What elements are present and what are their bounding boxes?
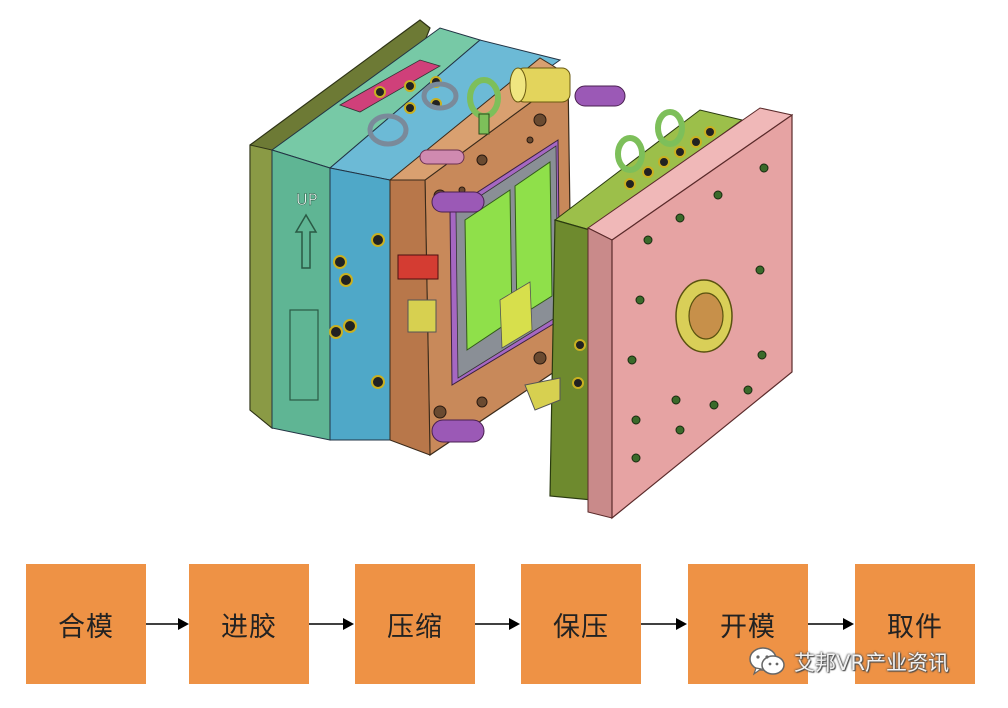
cavity-insert-right xyxy=(514,161,553,319)
step-label: 取件 xyxy=(887,611,943,643)
arrow-right-icon xyxy=(475,618,520,630)
step-label: 保压 xyxy=(553,611,609,643)
arrow-right-icon xyxy=(309,618,354,630)
watermark-text: 艾邦VR产业资讯 xyxy=(794,651,949,675)
arrow-right-icon xyxy=(146,618,189,630)
step-box-mold-open: 开模 xyxy=(688,564,808,684)
step-box-compression: 压缩 xyxy=(355,564,475,684)
step-box-part-removal: 取件 xyxy=(855,564,975,684)
arrow-right-icon xyxy=(641,618,687,630)
watermark: 艾邦VR产业资讯 xyxy=(748,644,949,680)
step-box-holding-pressure: 保压 xyxy=(521,564,641,684)
arrow-right-icon xyxy=(808,618,854,630)
step-label: 开模 xyxy=(720,611,776,643)
mold-illustration: UP xyxy=(249,19,794,520)
step-box-injection: 进胶 xyxy=(189,564,309,684)
step-label: 合模 xyxy=(58,611,114,643)
step-label: 压缩 xyxy=(387,611,443,643)
step-box-mold-close: 合模 xyxy=(26,564,146,684)
step-label: 进胶 xyxy=(221,611,277,643)
wechat-icon xyxy=(749,647,785,676)
guide-pins xyxy=(419,85,626,443)
up-label: UP xyxy=(296,190,318,209)
eye-bolt-right-2 xyxy=(655,109,685,147)
eye-bolt-right-1 xyxy=(615,135,645,173)
